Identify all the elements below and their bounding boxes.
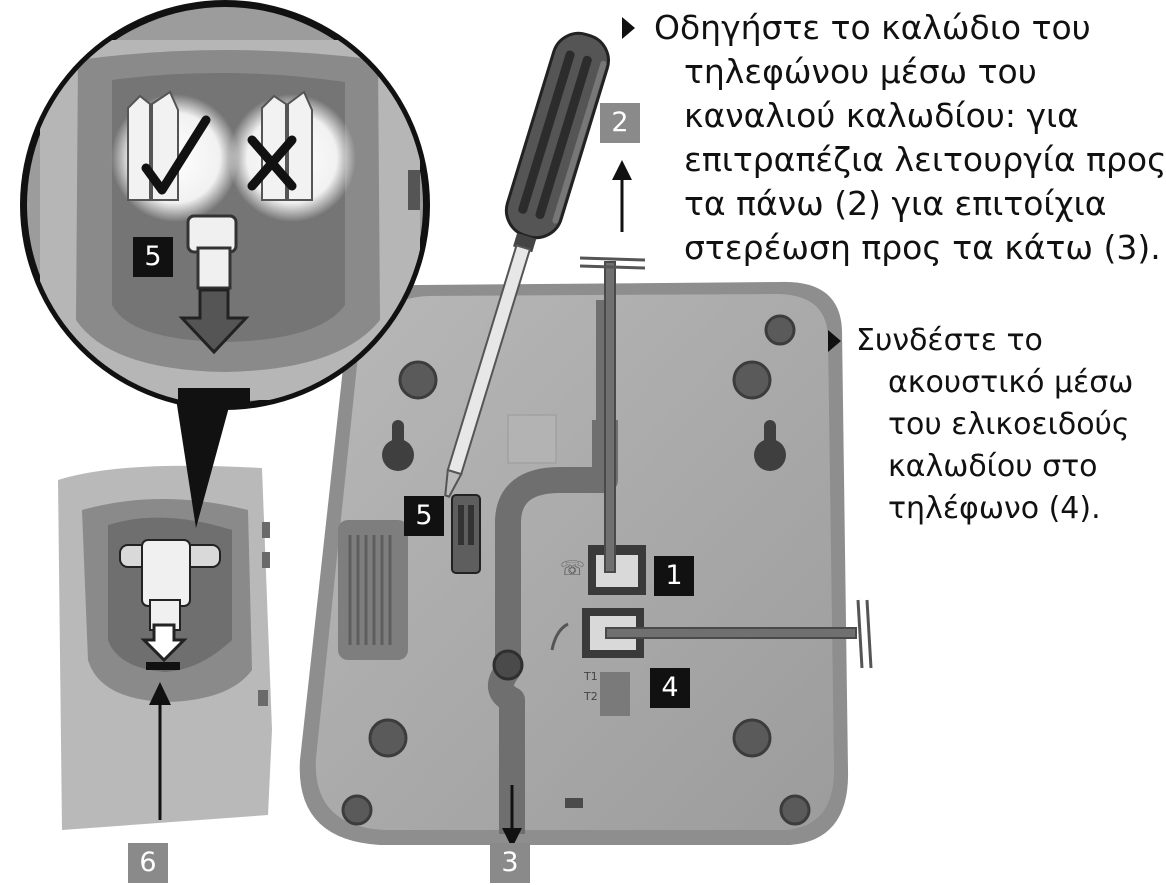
cable-clip [451, 494, 481, 574]
bullet-arrow-icon [622, 17, 635, 39]
instruction-line: τηλέφωνο (4). [888, 491, 1101, 526]
checkmark-icon [141, 115, 211, 195]
instruction-line: τα πάνω (2) για επιτοίχια [684, 184, 1107, 223]
instruction-line: ακουστικό μέσω [888, 365, 1134, 400]
cross-icon [247, 135, 297, 191]
arrow-down-icon [502, 828, 522, 848]
bullet-arrow-icon [828, 330, 841, 352]
instruction-line: καλωδίου στο [888, 449, 1098, 484]
instruction-line: Συνδέστε το [856, 323, 1043, 358]
speaker-grille [338, 520, 408, 660]
callout-5-zoom: 5 [133, 237, 173, 277]
callout-1: 1 [654, 556, 694, 596]
instruction-line: Οδηγήστε το καλώδιο του [654, 8, 1091, 47]
line-jack: ☏ [560, 545, 646, 595]
callout-5-base: 5 [404, 496, 444, 536]
instruction-line: τηλεφώνου μέσω του [684, 52, 1037, 91]
svg-text:☏: ☏ [560, 556, 585, 580]
callout-6: 6 [128, 843, 168, 883]
screwdriver-icon [444, 31, 610, 498]
arrow-up-icon [612, 160, 632, 180]
svg-text:T1: T1 [583, 670, 598, 683]
wall-mount-keyhole-right [754, 420, 786, 471]
instruction-line: στερέωση προς τα κάτω (3). [684, 228, 1161, 267]
callout-4: 4 [650, 668, 690, 708]
phone-base-underside: ☏ T1 T2 [299, 281, 849, 845]
side-view-panel [58, 465, 272, 830]
instruction-line: επιτραπέζια λειτουργία προς [684, 140, 1166, 179]
callout-2: 2 [600, 103, 640, 143]
callout-3: 3 [490, 843, 530, 883]
svg-text:T2: T2 [583, 690, 598, 703]
down-arrow-small-icon [140, 623, 188, 663]
instruction-connect-handset: Συνδέστε το ακουστικό μέσω του ελικοειδο… [828, 320, 1133, 530]
zoom-pointer [175, 392, 232, 528]
zoom-detail-circle [20, 0, 430, 410]
handset-cable [605, 599, 873, 669]
instruction-line: καναλιού καλωδίου: για [684, 96, 1079, 135]
wall-mount-keyhole-left [382, 420, 414, 471]
instruction-route-cable: Οδηγήστε το καλώδιο του τηλεφώνου μέσω τ… [622, 6, 1166, 270]
rubber-feet [341, 314, 811, 826]
installation-diagram: ☏ T1 T2 [20, 0, 873, 848]
arrow-up-6-icon [149, 682, 171, 705]
instruction-line: του ελικοειδούς [888, 407, 1130, 442]
telephone-cable [579, 160, 646, 573]
insert-arrow-icon [178, 288, 250, 355]
